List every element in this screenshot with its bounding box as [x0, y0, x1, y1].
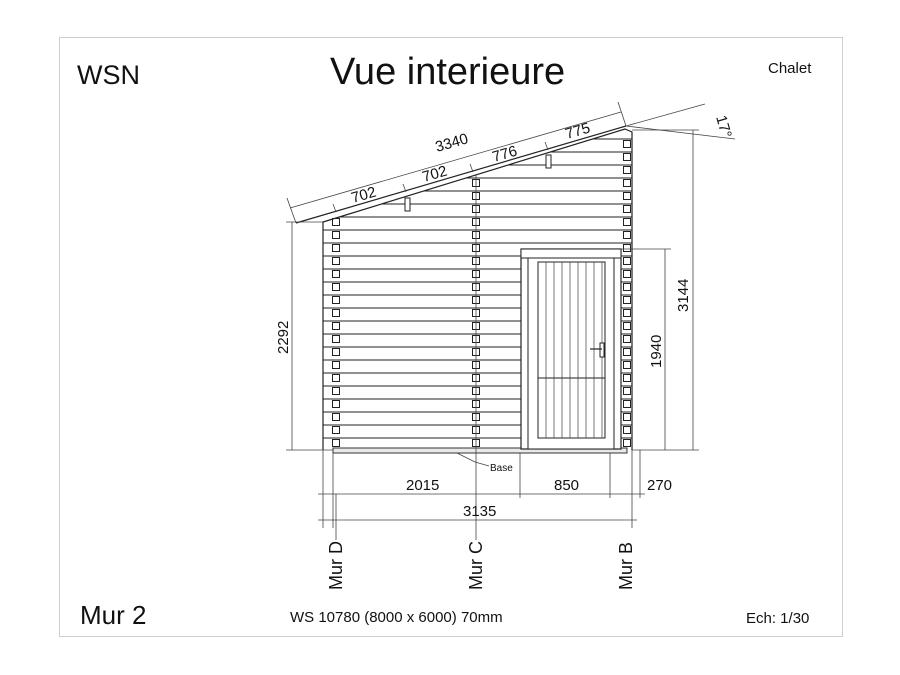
- dim-bottom-seg2: 850: [554, 477, 579, 494]
- door: [520, 248, 622, 450]
- log-connector: [623, 218, 631, 226]
- bracket: [545, 154, 552, 169]
- log-connector: [623, 231, 631, 239]
- log-connector: [623, 244, 631, 252]
- log-connector: [623, 335, 631, 343]
- log-connector: [623, 348, 631, 356]
- log-connector: [623, 205, 631, 213]
- log-connector: [623, 179, 631, 187]
- brand-label: WSN: [77, 60, 140, 90]
- log-connector: [332, 322, 340, 330]
- dim-roof-seg1: 702: [349, 184, 378, 207]
- log-connector: [623, 192, 631, 200]
- roof-line: [295, 125, 627, 224]
- log-connector: [623, 400, 631, 408]
- door-handle: [599, 342, 605, 358]
- dim-roof-total: 3340: [433, 130, 470, 156]
- base-sill: [332, 447, 628, 454]
- log-connector: [332, 257, 340, 265]
- dim-bottom-total: 3135: [463, 503, 496, 520]
- log-connector: [332, 374, 340, 382]
- bracket: [404, 197, 411, 212]
- log-connector: [332, 270, 340, 278]
- wall-label-right: Mur B: [616, 542, 636, 590]
- log-connector: [332, 426, 340, 434]
- dim-height-left: 2292: [275, 321, 292, 354]
- log-connector: [332, 218, 340, 226]
- log-connector: [332, 283, 340, 291]
- log-connector: [623, 140, 631, 148]
- wall-label-middle: Mur C: [466, 541, 486, 590]
- log-connector: [623, 413, 631, 421]
- wall-outline: [322, 128, 633, 450]
- dim-roof-angle: 17°: [712, 113, 735, 139]
- log-connector: [623, 270, 631, 278]
- log-connector: [623, 439, 631, 447]
- log-connector: [623, 426, 631, 434]
- base-leader: [456, 452, 490, 467]
- log-connector: [623, 153, 631, 161]
- dim-bottom-seg3: 270: [647, 477, 672, 494]
- log-connector: [623, 166, 631, 174]
- wall-logs: [323, 138, 632, 439]
- log-connector: [332, 231, 340, 239]
- dim-height-right: 3144: [675, 279, 692, 312]
- base-label: Base: [490, 463, 513, 474]
- log-connector: [623, 387, 631, 395]
- dim-roof-seg2: 702: [420, 163, 449, 186]
- log-connector: [332, 309, 340, 317]
- log-connector: [332, 296, 340, 304]
- log-connector: [623, 374, 631, 382]
- log-connector: [332, 387, 340, 395]
- log-connector: [623, 322, 631, 330]
- log-connector: [332, 439, 340, 447]
- dim-roof-seg3: 776: [490, 143, 519, 166]
- log-connector: [332, 361, 340, 369]
- log-connector: [623, 361, 631, 369]
- wall-label-left: Mur D: [326, 541, 346, 590]
- dim-roof-seg4: 775: [563, 120, 592, 143]
- log-connector: [332, 400, 340, 408]
- log-connector: [332, 348, 340, 356]
- log-connector: [623, 296, 631, 304]
- scale-label: Ech: 1/30: [746, 610, 810, 627]
- drawing-frame: [59, 37, 843, 637]
- log-connector: [332, 413, 340, 421]
- building-type: Chalet: [768, 60, 812, 77]
- page-title: Vue interieure: [330, 51, 566, 93]
- log-connector: [623, 257, 631, 265]
- dim-door-height: 1940: [648, 335, 665, 368]
- model-reference: WS 10780 (8000 x 6000) 70mm: [290, 609, 503, 626]
- log-connector: [332, 244, 340, 252]
- log-connector: [623, 309, 631, 317]
- log-connector: [332, 335, 340, 343]
- log-connector: [623, 283, 631, 291]
- wall-name: Mur 2: [80, 600, 147, 630]
- dim-bottom-seg1: 2015: [406, 477, 439, 494]
